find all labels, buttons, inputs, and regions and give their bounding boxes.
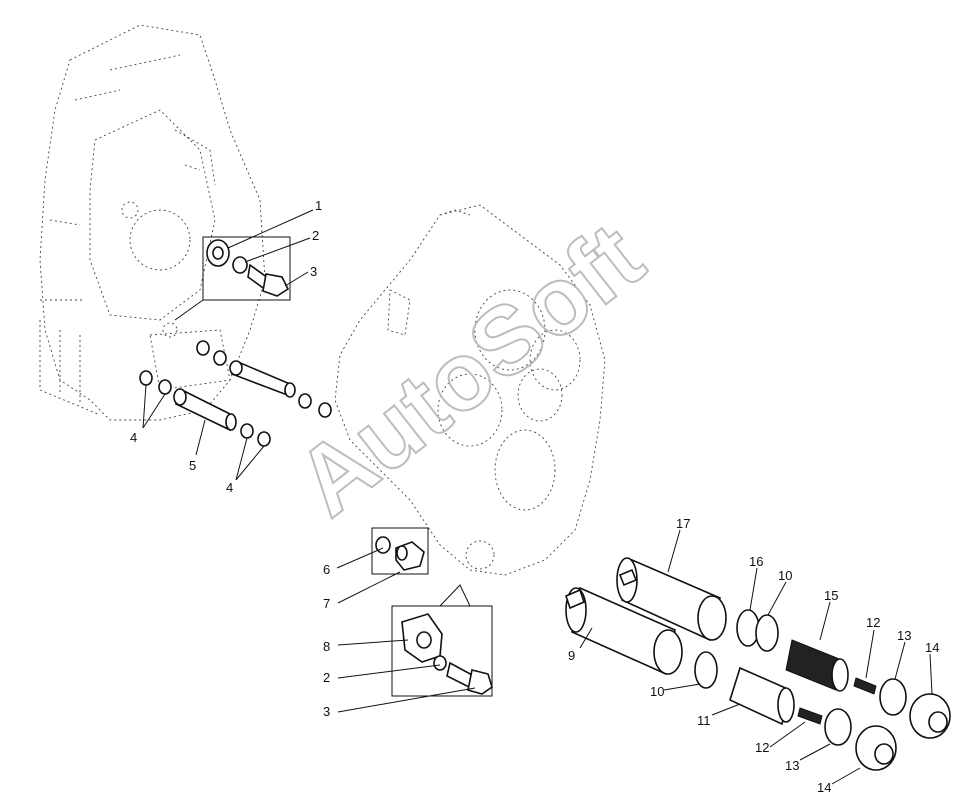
part-10-oring-lower — [694, 651, 718, 689]
leader-lines — [142, 209, 933, 785]
part-14-cap-upper — [909, 693, 951, 739]
callout-15: 15 — [824, 588, 838, 603]
callout-17: 17 — [676, 516, 690, 531]
part-4-oring-upper-c — [298, 393, 312, 409]
callout-1: 1 — [315, 198, 322, 213]
part-13-ring-upper — [879, 678, 907, 716]
part-1-washer-hole — [212, 246, 224, 260]
part-2-lock-washer — [232, 256, 248, 274]
part-3-bolt — [247, 263, 290, 297]
callout-3-upper: 3 — [310, 264, 317, 279]
left-transmission-housing — [39, 24, 266, 421]
callout-16: 16 — [749, 554, 763, 569]
group-box-middle — [371, 527, 429, 575]
part-14-cap-lower — [855, 725, 897, 771]
part-12-spring-lower — [797, 707, 823, 725]
group-box-lower — [391, 584, 493, 697]
callout-4-left: 4 — [130, 430, 137, 445]
callout-9: 9 — [568, 648, 575, 663]
part-5-shaft-upper — [229, 360, 296, 398]
part-4-oring-upper-a — [196, 340, 210, 356]
callout-10-upper: 10 — [778, 568, 792, 583]
part-17-filter-housing — [616, 557, 727, 642]
right-gear-housing — [334, 204, 606, 576]
watermark-text: AutoSoft — [277, 203, 662, 537]
part-9-filter-housing — [565, 586, 683, 676]
part-4-oring-lower-d — [257, 431, 271, 447]
part-5-shaft-lower — [173, 388, 237, 432]
part-4-oring-upper-b — [213, 350, 227, 366]
callout-2-lower: 2 — [323, 670, 330, 685]
part-13-ring-lower — [824, 708, 852, 746]
callout-12-upper: 12 — [866, 615, 880, 630]
group-box-upper — [174, 236, 291, 321]
callout-3-lower: 3 — [323, 704, 330, 719]
part-10-oring-upper — [755, 614, 779, 652]
part-4-oring-lower-a — [139, 370, 153, 386]
callout-2-upper: 2 — [312, 228, 319, 243]
part-12-spring-upper — [853, 677, 877, 695]
callout-8: 8 — [323, 639, 330, 654]
part-7-plug — [395, 541, 425, 571]
part-4-oring-lower-c — [240, 423, 254, 439]
part-2-lock-washer-lower — [433, 655, 447, 671]
callout-5: 5 — [189, 458, 196, 473]
part-4-oring-lower-b — [158, 379, 172, 395]
callout-13-upper: 13 — [897, 628, 911, 643]
callout-4-lower: 4 — [226, 480, 233, 495]
part-15-filter-element — [785, 639, 849, 692]
callout-6: 6 — [323, 562, 330, 577]
callout-13-lower: 13 — [785, 758, 799, 773]
callout-10-lower: 10 — [650, 684, 664, 699]
callout-7: 7 — [323, 596, 330, 611]
callout-11: 11 — [697, 713, 711, 728]
callout-14-lower: 14 — [817, 780, 831, 795]
part-11-filter-element — [729, 666, 795, 726]
part-4-oring-upper-d — [318, 402, 332, 418]
callout-12-lower: 12 — [755, 740, 769, 755]
callout-14-upper: 14 — [925, 640, 939, 655]
part-8-bracket — [401, 613, 443, 663]
